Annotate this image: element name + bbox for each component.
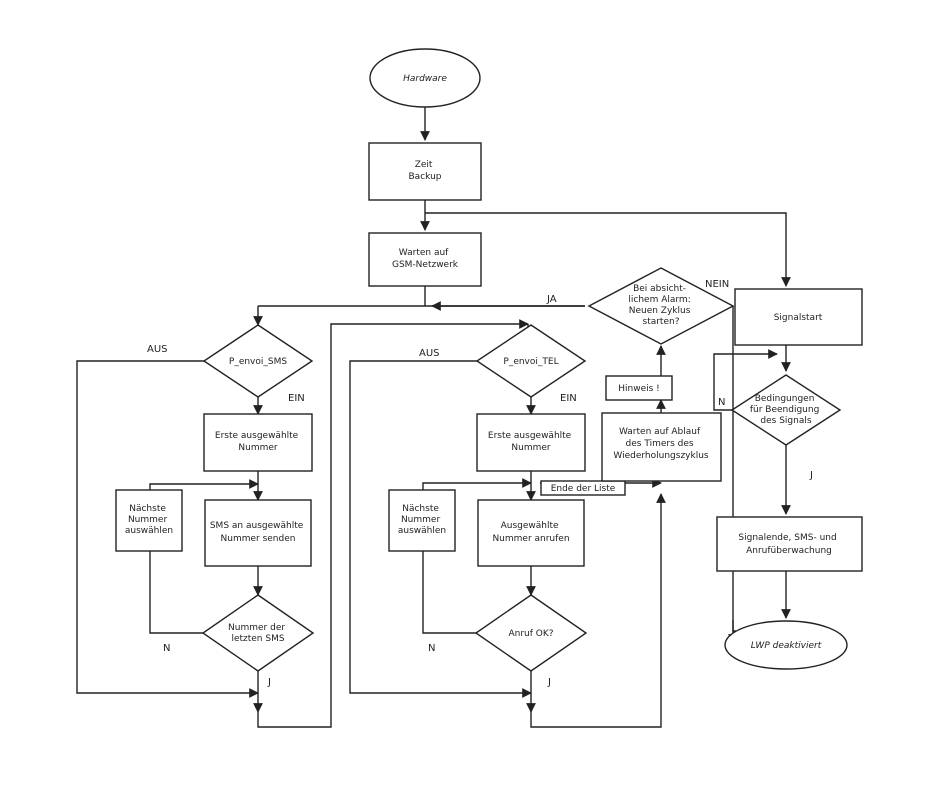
erste-tel-box <box>476 413 586 472</box>
bedingungen-text: Bedingungen für Beendigung des Signals <box>750 394 822 426</box>
hinweis-box <box>605 375 673 401</box>
decision-sms-text: P_envoi_SMS <box>229 357 287 367</box>
naechste-sms-text: Nächste Nummer auswählen <box>125 504 173 536</box>
label-aus-sms: AUS <box>147 344 168 355</box>
decision-tel-text: P_envoi_TEL <box>503 357 558 367</box>
warten-gsm-text: Warten auf GSM-Netzwerk <box>392 248 459 270</box>
label-j-sms: J <box>267 677 271 688</box>
signalende-box <box>716 516 863 572</box>
letzte-sms-text: Nummer der letzten SMS <box>228 623 288 644</box>
zeit-backup-text: Zeit Backup <box>409 160 442 182</box>
end-terminal <box>724 620 848 670</box>
signalende-text: Signalende, SMS- und Anrufüberwachung <box>738 533 839 556</box>
anrufen-text: Ausgewählte Nummer anrufen <box>492 521 569 544</box>
branch-labels: JA NEIN AUS EIN N J AUS EIN N J N J <box>147 279 813 688</box>
shapes <box>115 48 863 672</box>
start-text: Hardware <box>403 74 447 84</box>
letzte-sms-diamond <box>201 594 315 672</box>
connectors <box>76 107 791 728</box>
ende-liste-label-box <box>540 480 626 496</box>
label-j-tel: J <box>547 677 551 688</box>
hinweis-text: Hinweis ! <box>618 384 660 394</box>
naechste-tel-text: Nächste Nummer auswählen <box>398 504 446 536</box>
anrufen-box <box>477 499 585 567</box>
sms-senden-text: SMS an ausgewählte Nummer senden <box>210 521 306 544</box>
label-j-signal: J <box>809 470 813 481</box>
label-n-signal: N <box>718 397 725 408</box>
signalstart-text: Signalstart <box>774 313 823 323</box>
end-text: LWP deaktiviert <box>751 641 822 651</box>
neuer-zyklus-diamond <box>587 267 735 345</box>
signalstart-box <box>734 288 863 346</box>
start-terminal <box>369 48 481 108</box>
node-texts: Hardware Zeit Backup Warten auf GSM-Netz… <box>125 74 839 651</box>
warten-timer-text: Warten auf Ablauf des Timers des Wiederh… <box>613 427 709 461</box>
naechste-tel-box <box>388 489 456 552</box>
label-ein-sms: EIN <box>288 393 305 404</box>
anruf-ok-diamond <box>474 594 588 672</box>
anruf-ok-text: Anruf OK? <box>508 629 553 639</box>
decision-sms-diamond <box>202 324 314 398</box>
label-ein-tel: EIN <box>560 393 577 404</box>
neuer-zyklus-text: Bei absicht- lichem Alarm: Neuen Zyklus … <box>628 284 693 327</box>
warten-timer-box <box>601 412 722 482</box>
erste-sms-text: Erste ausgewählte Nummer <box>215 431 301 453</box>
erste-tel-text: Erste ausgewählte Nummer <box>488 431 574 453</box>
zeit-backup-box <box>368 142 482 201</box>
sms-senden-box <box>204 499 312 567</box>
ende-liste-text: Ende der Liste <box>551 484 616 494</box>
naechste-sms-box <box>115 489 183 552</box>
label-n-sms: N <box>163 643 170 654</box>
label-aus-tel: AUS <box>419 348 440 359</box>
label-ja: JA <box>546 294 557 305</box>
bedingungen-diamond <box>730 374 842 446</box>
decision-tel-diamond <box>475 324 587 398</box>
warten-gsm-box <box>368 232 482 287</box>
label-nein: NEIN <box>705 279 729 290</box>
erste-sms-box <box>203 413 313 472</box>
label-n-tel: N <box>428 643 435 654</box>
